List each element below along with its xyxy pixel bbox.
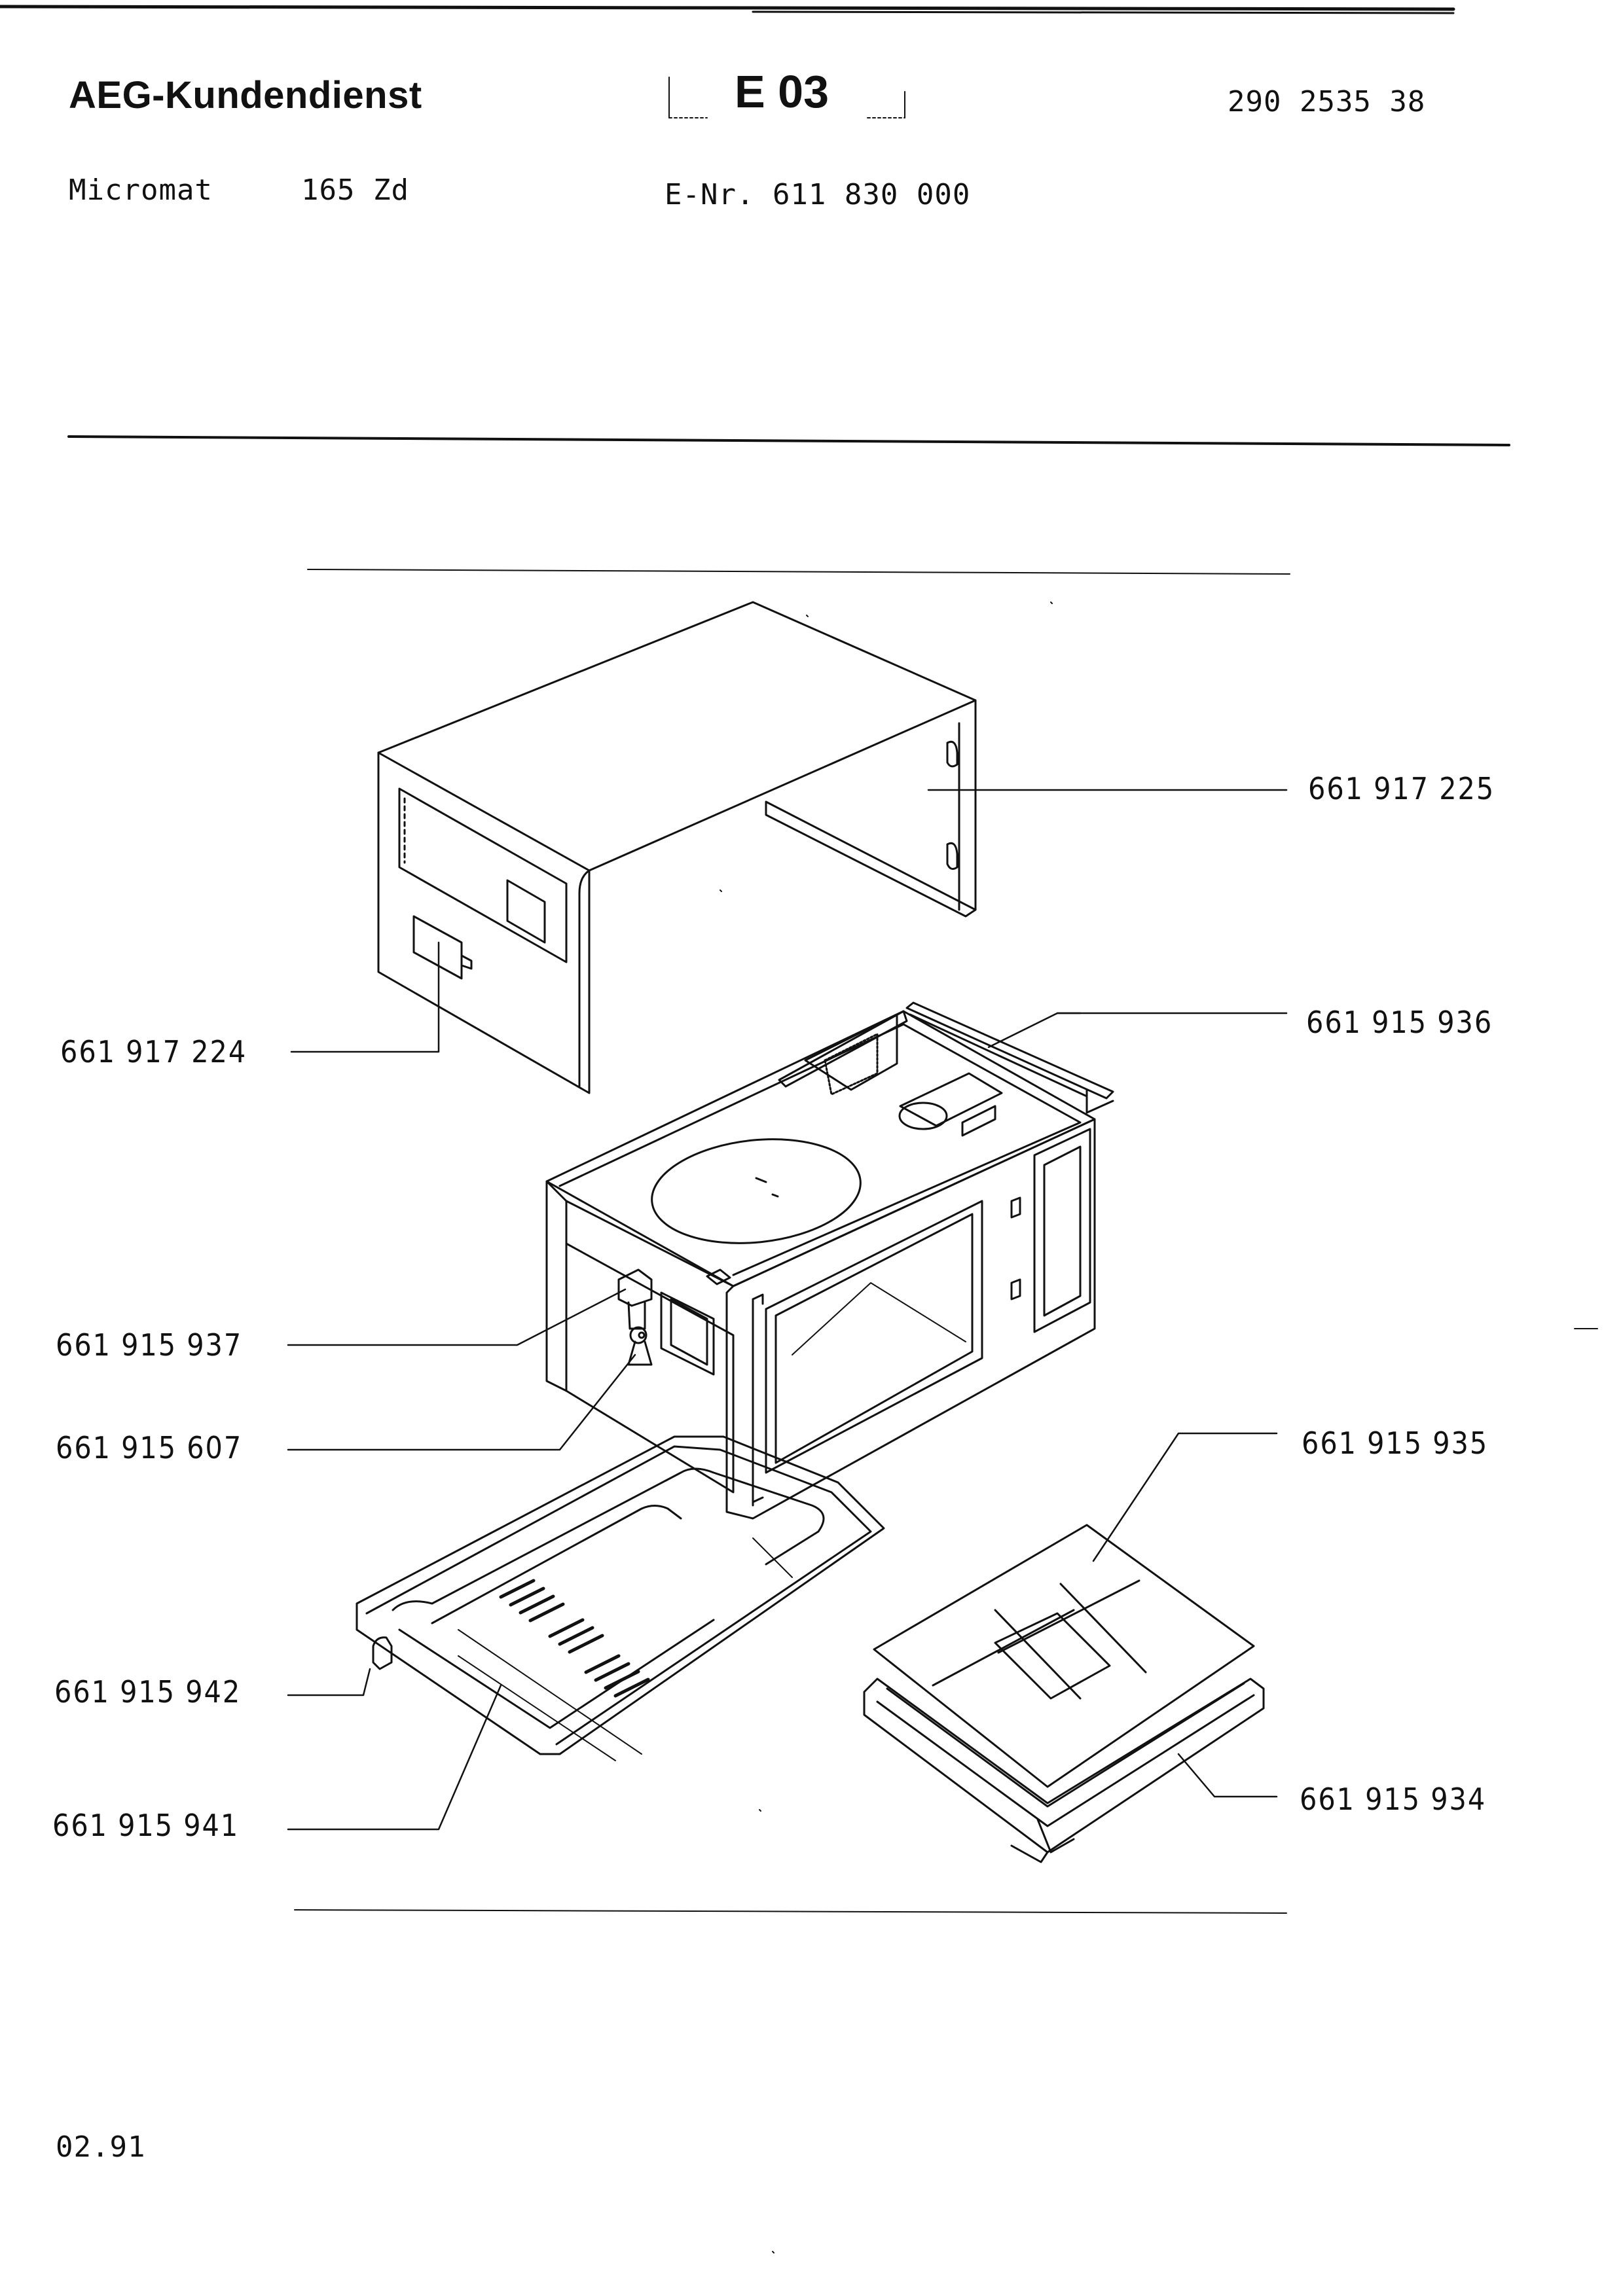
top-rule	[0, 5, 1455, 11]
scan-specks	[720, 601, 1598, 2253]
section-code-frame	[668, 77, 905, 118]
oven-chassis	[545, 1001, 1114, 1520]
part-number-base-plate: 661 915 941	[52, 1808, 240, 1843]
model-name: Micromat	[69, 173, 213, 207]
part-number-lamp: 661 915 607	[56, 1430, 243, 1465]
part-number-cover-plate: 661 917 224	[60, 1034, 247, 1069]
part-number-foot: 661 915 942	[54, 1674, 242, 1710]
part-number-glass-tray: 661 915 935	[1302, 1426, 1489, 1461]
diagram-top-rule	[307, 569, 1290, 575]
section-code: E 03	[735, 66, 829, 117]
e-number: E-Nr. 611 830 000	[665, 178, 971, 211]
model-variant: 165 Zd	[301, 173, 409, 207]
part-number-outer-casing: 661 917 225	[1308, 771, 1495, 806]
document-number: 290 2535 38	[1228, 85, 1426, 118]
part-number-tray-support: 661 915 934	[1300, 1782, 1487, 1817]
brand-title: AEG-Kundendienst	[69, 74, 422, 117]
leader-lines	[287, 789, 1288, 1831]
footer-date: 02.91	[56, 2130, 146, 2164]
base-plate	[356, 1435, 885, 1761]
part-number-door-switch: 661 915 937	[56, 1327, 243, 1363]
diagram-bottom-rule	[294, 1909, 1287, 1914]
part-number-top-rail: 661 915 936	[1306, 1005, 1493, 1040]
outer-casing	[377, 601, 977, 1094]
header-rule	[67, 435, 1510, 446]
glass-tray-assembly	[863, 1524, 1265, 1863]
